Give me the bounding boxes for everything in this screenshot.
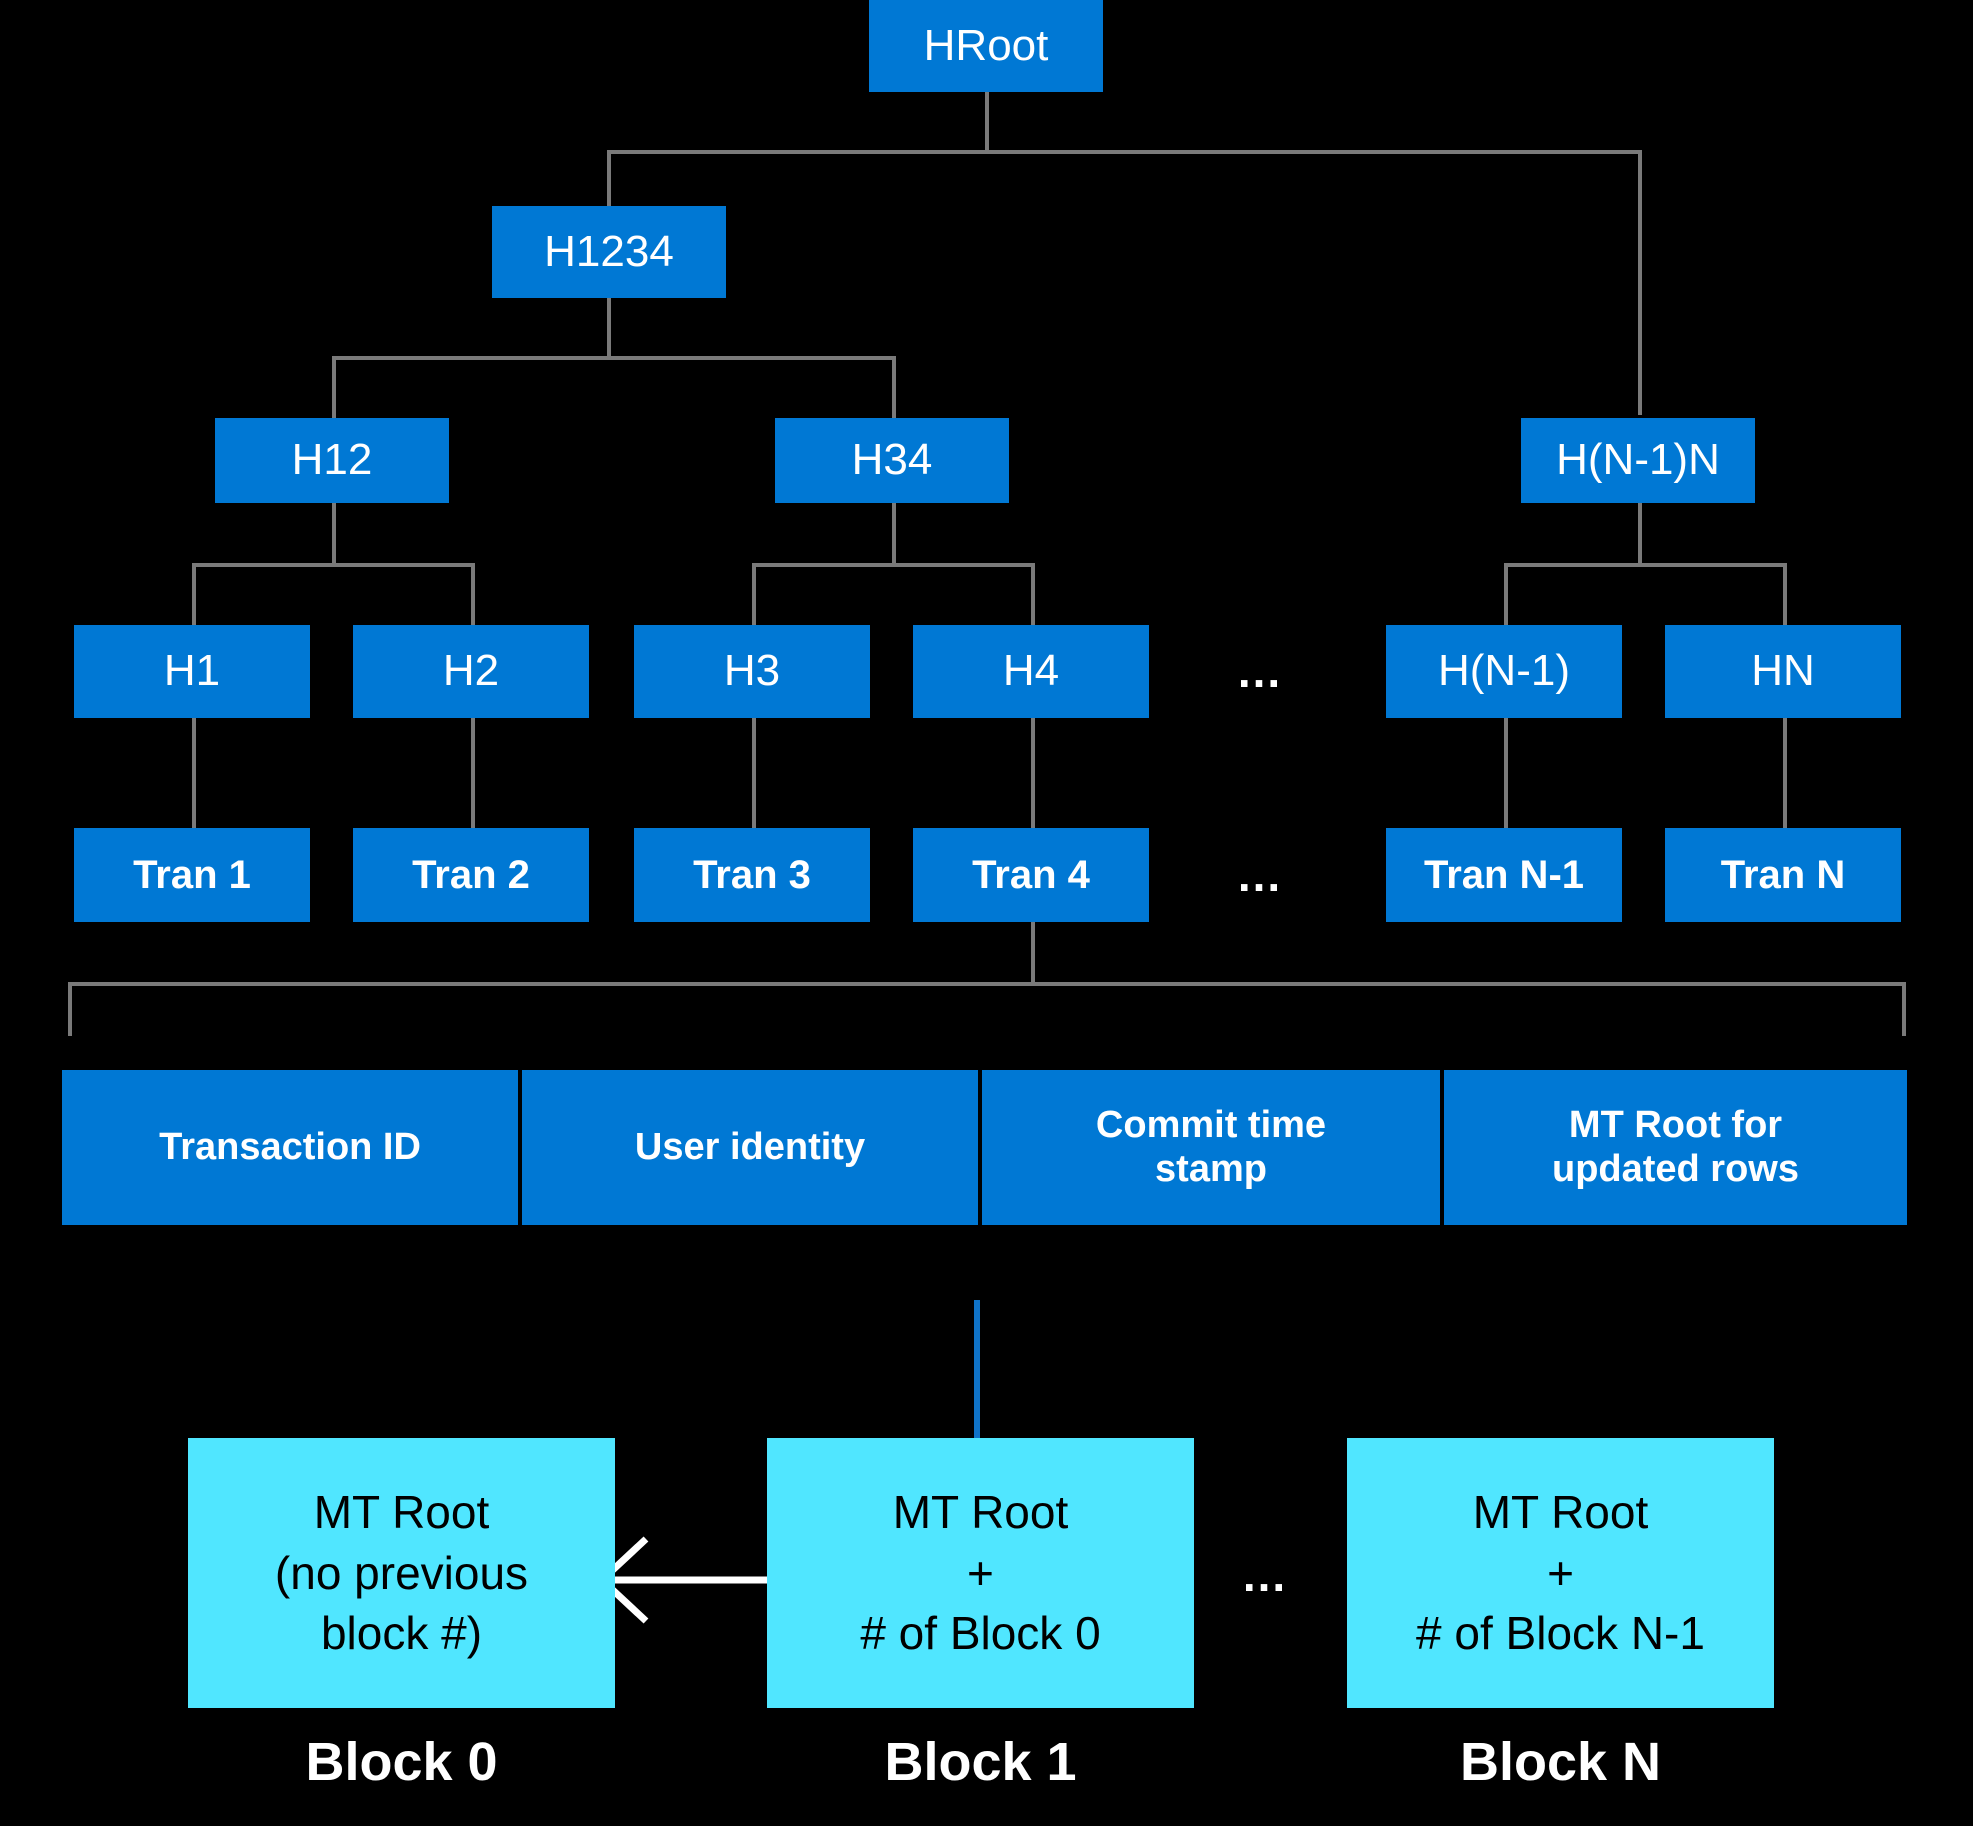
- merkle-node-h1-label: H1: [163, 646, 221, 696]
- transaction-field-mt-root-updated-rows-line-2: updated rows: [1551, 1147, 1800, 1190]
- connector-h12-to-h1: [192, 563, 196, 625]
- connector-h4-to-tran4: [1031, 718, 1035, 828]
- transaction-node-tran-n-1-label: Tran N-1: [1423, 853, 1585, 897]
- connector-h1-to-tran1: [192, 718, 196, 828]
- transaction-field-mt-root-updated-rows-line-1: MT Root for: [1568, 1103, 1783, 1146]
- merkle-node-hroot-label: HRoot: [923, 20, 1049, 70]
- block-box-block-n[interactable]: MT Root + # of Block N-1: [1347, 1438, 1774, 1708]
- transaction-node-tran-1-label: Tran 1: [133, 853, 251, 897]
- connector-h3-to-tran3: [752, 718, 756, 828]
- transaction-field-mt-root-updated-rows[interactable]: MT Root for updated rows: [1444, 1070, 1907, 1225]
- block-box-block-n-text: MT Root + # of Block N-1: [1416, 1485, 1705, 1660]
- connector-h1234-stem: [607, 298, 611, 356]
- connector-h1234-bus: [332, 356, 896, 360]
- transaction-node-tran-n-1[interactable]: Tran N-1: [1386, 828, 1622, 922]
- merkle-node-h12-label: H12: [291, 435, 373, 485]
- merkle-node-hn1[interactable]: H(N-1): [1386, 625, 1622, 718]
- connector-h1234-to-h34: [892, 356, 896, 418]
- connector-hn1-to-trann1: [1504, 718, 1508, 828]
- transaction-node-tran-1[interactable]: Tran 1: [74, 828, 310, 922]
- connector-h12-bus: [192, 563, 475, 567]
- connector-hroot-to-hn1n: [1638, 150, 1642, 415]
- merkle-node-hn1n-label: H(N-1)N: [1556, 435, 1720, 485]
- transaction-node-tran-4-label: Tran 4: [972, 853, 1090, 897]
- merkle-node-h1[interactable]: H1: [74, 625, 310, 718]
- connector-h1234-to-h12: [332, 356, 336, 418]
- connector-hroot-bus: [607, 150, 1642, 154]
- connector-h2-to-tran2: [471, 718, 475, 828]
- connector-h34-bus: [752, 563, 1035, 567]
- block-box-block-0[interactable]: MT Root (no previous block #): [188, 1438, 615, 1708]
- connector-detail-bracket-right: [1902, 982, 1906, 1036]
- transaction-field-user-identity[interactable]: User identity: [522, 1070, 978, 1225]
- merkle-node-h1234-label: H1234: [544, 226, 674, 276]
- connector-tran4-to-detail: [1031, 922, 1035, 986]
- connector-hn1n-stem: [1638, 503, 1642, 563]
- merkle-node-hn1-label: H(N-1): [1438, 646, 1570, 696]
- transaction-field-transaction-id[interactable]: Transaction ID: [62, 1070, 518, 1225]
- transaction-node-tran-3-label: Tran 3: [693, 853, 811, 897]
- connector-hroot-stem: [985, 92, 989, 150]
- connector-hn-to-trann: [1783, 718, 1787, 828]
- merkle-node-hn1n[interactable]: H(N-1)N: [1521, 418, 1755, 503]
- transaction-field-commit-time-stamp[interactable]: Commit time stamp: [982, 1070, 1440, 1225]
- block-caption-block-n: Block N: [1459, 1732, 1662, 1792]
- merkle-node-h3-label: H3: [723, 646, 781, 696]
- block-caption-block-0: Block 0: [305, 1732, 498, 1792]
- connector-detail-to-block-1: [974, 1300, 980, 1440]
- merkle-node-hroot[interactable]: HRoot: [869, 0, 1103, 92]
- connector-h12-to-h2: [471, 563, 475, 625]
- transaction-field-commit-time-stamp-line-2: stamp: [1155, 1147, 1267, 1190]
- connector-hroot-to-h1234: [607, 150, 611, 206]
- merkle-node-h2-label: H2: [442, 646, 500, 696]
- merkle-node-h34[interactable]: H34: [775, 418, 1009, 503]
- merkle-node-h4[interactable]: H4: [913, 625, 1149, 718]
- merkle-node-hn[interactable]: HN: [1665, 625, 1901, 718]
- transaction-field-user-identity-line-1: User identity: [634, 1125, 866, 1168]
- transaction-node-tran-n-label: Tran N: [1720, 853, 1846, 897]
- merkle-node-h1234[interactable]: H1234: [492, 206, 726, 298]
- transaction-field-commit-time-stamp-line-1: Commit time: [1095, 1103, 1327, 1146]
- block-box-block-0-text: MT Root (no previous block #): [274, 1485, 529, 1660]
- merkle-node-h3[interactable]: H3: [634, 625, 870, 718]
- connector-hn1n-to-hn1: [1504, 563, 1508, 625]
- transaction-detail-bar: Transaction ID User identity Commit time…: [62, 1070, 1907, 1225]
- blockchain-ellipsis: ...: [1242, 1549, 1288, 1601]
- merkle-node-hn-label: HN: [1751, 646, 1815, 696]
- merkle-node-h4-label: H4: [1002, 646, 1060, 696]
- transaction-field-transaction-id-line-1: Transaction ID: [159, 1125, 421, 1168]
- transaction-node-tran-n[interactable]: Tran N: [1665, 828, 1901, 922]
- connector-h34-to-h3: [752, 563, 756, 625]
- connector-detail-bracket-left: [68, 982, 72, 1036]
- transaction-node-tran-2[interactable]: Tran 2: [353, 828, 589, 922]
- transaction-node-tran-2-label: Tran 2: [412, 853, 530, 897]
- block-caption-block-1: Block 1: [884, 1732, 1077, 1792]
- connector-h34-to-h4: [1031, 563, 1035, 625]
- connector-hn1n-to-hn: [1783, 563, 1787, 625]
- merkle-node-h34-label: H34: [851, 435, 933, 485]
- transaction-node-tran-4[interactable]: Tran 4: [913, 828, 1149, 922]
- connector-h12-stem: [332, 503, 336, 563]
- block-box-block-1[interactable]: MT Root + # of Block 0: [767, 1438, 1194, 1708]
- merkle-node-h12[interactable]: H12: [215, 418, 449, 503]
- connector-hn1n-bus: [1504, 563, 1787, 567]
- merkle-level4-ellipsis: ...: [1237, 645, 1283, 697]
- transactions-ellipsis: ...: [1237, 849, 1283, 901]
- block-box-block-1-text: MT Root + # of Block 0: [860, 1485, 1101, 1660]
- merkle-node-h2[interactable]: H2: [353, 625, 589, 718]
- connector-h34-stem: [892, 503, 896, 563]
- transaction-node-tran-3[interactable]: Tran 3: [634, 828, 870, 922]
- connector-detail-bracket-top: [68, 982, 1906, 986]
